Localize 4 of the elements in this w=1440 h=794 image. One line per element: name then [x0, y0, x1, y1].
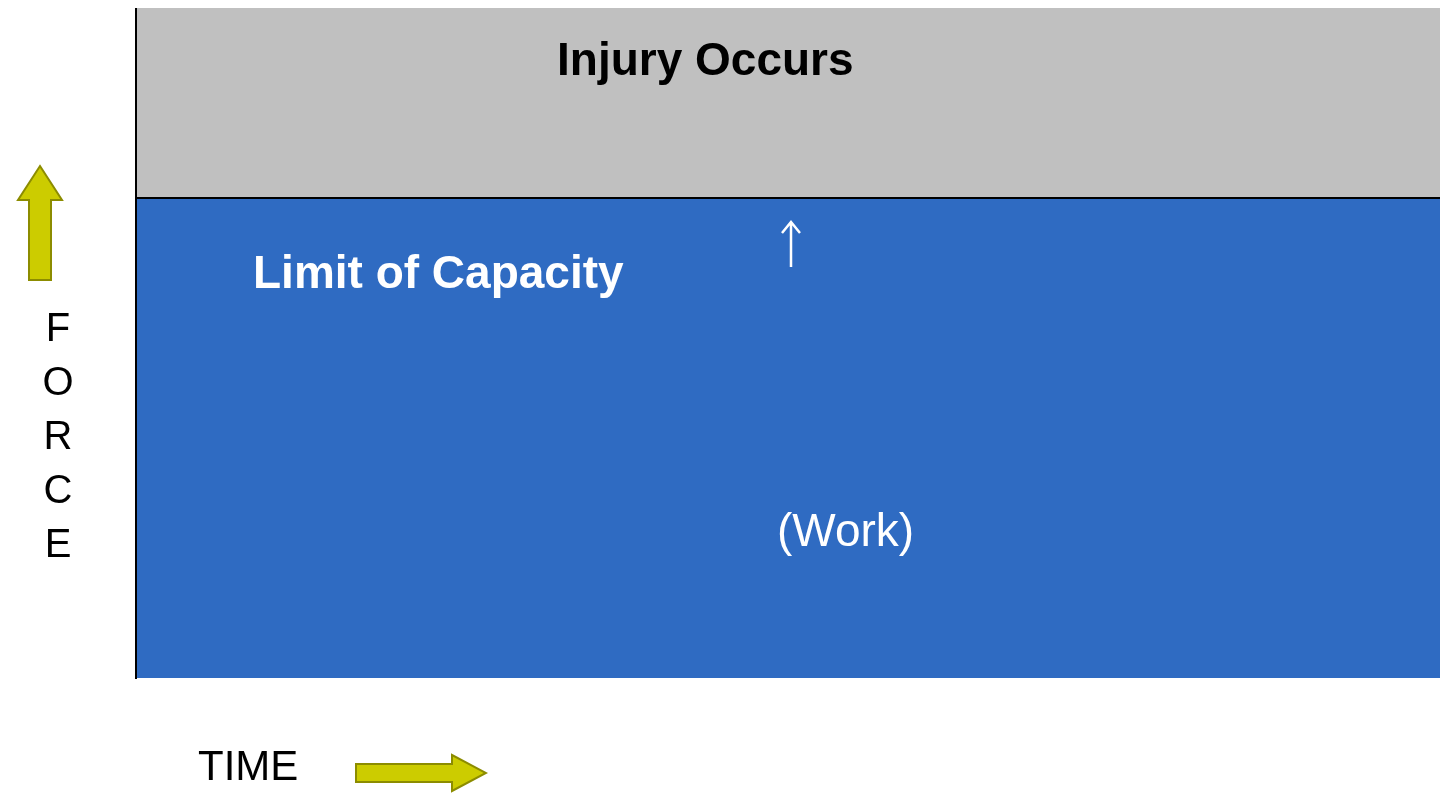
- band: [137, 199, 1440, 678]
- axis-label: FORCE: [41, 304, 75, 567]
- axis-label: TIME: [198, 745, 299, 787]
- band: [137, 8, 1440, 199]
